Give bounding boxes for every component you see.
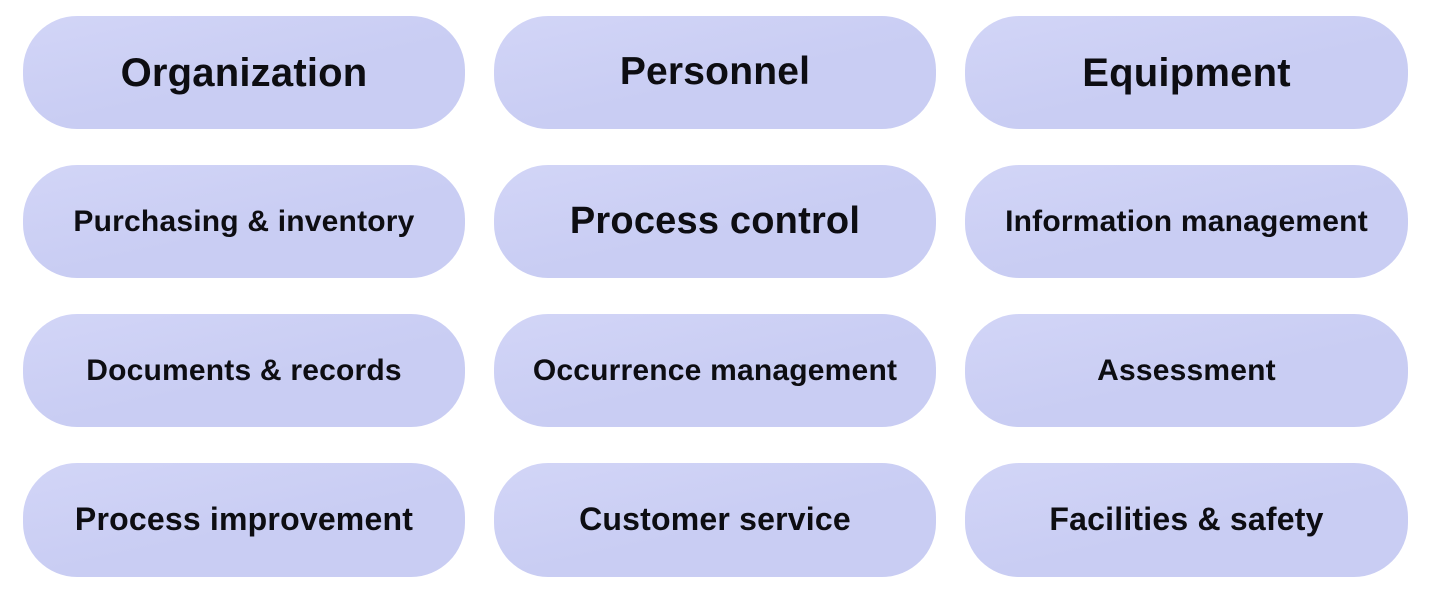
pill-personnel-label: Personnel bbox=[619, 50, 811, 94]
pill-assessment: Assessment bbox=[965, 314, 1408, 427]
pill-process-control: Process control bbox=[494, 165, 936, 278]
pill-facilities-safety: Facilities & safety bbox=[965, 463, 1408, 577]
pill-documents-records: Documents & records bbox=[23, 314, 465, 427]
pill-purchasing-inventory: Purchasing & inventory bbox=[23, 165, 465, 278]
pill-grid: Organization Personnel Equipment Purchas… bbox=[23, 16, 1408, 577]
pill-purchasing-inventory-label: Purchasing & inventory bbox=[73, 205, 415, 238]
pill-process-improvement: Process improvement bbox=[23, 463, 465, 577]
pill-personnel: Personnel bbox=[494, 16, 936, 129]
pill-occurrence-management-label: Occurrence management bbox=[532, 354, 898, 387]
pill-information-management-label: Information management bbox=[1005, 205, 1368, 238]
pill-assessment-label: Assessment bbox=[1097, 354, 1276, 387]
pill-customer-service: Customer service bbox=[494, 463, 936, 577]
pill-organization: Organization bbox=[23, 16, 465, 129]
pill-process-control-label: Process control bbox=[569, 199, 861, 242]
pill-process-improvement-label: Process improvement bbox=[74, 501, 414, 538]
pill-organization-label: Organization bbox=[120, 50, 368, 95]
pill-occurrence-management: Occurrence management bbox=[494, 314, 936, 427]
pill-customer-service-label: Customer service bbox=[579, 501, 851, 538]
pill-equipment: Equipment bbox=[965, 16, 1408, 129]
pill-documents-records-label: Documents & records bbox=[86, 354, 402, 387]
pill-equipment-label: Equipment bbox=[1082, 50, 1291, 95]
pill-information-management: Information management bbox=[965, 165, 1408, 278]
pill-facilities-safety-label: Facilities & safety bbox=[1049, 501, 1324, 538]
